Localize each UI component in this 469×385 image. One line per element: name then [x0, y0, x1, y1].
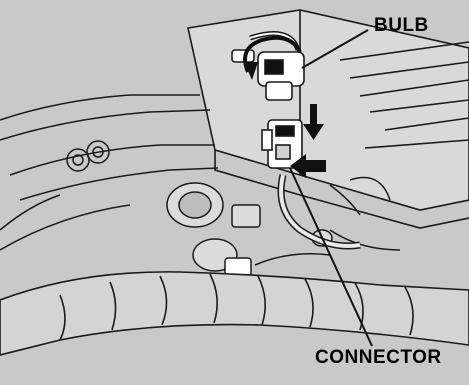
bulb-label: BULB [374, 15, 429, 37]
wire-harness-bundle [0, 272, 469, 355]
housing-panel [188, 10, 469, 228]
headlight-housing [0, 95, 218, 250]
connector-label: CONNECTOR [315, 347, 442, 369]
connector [262, 120, 302, 168]
